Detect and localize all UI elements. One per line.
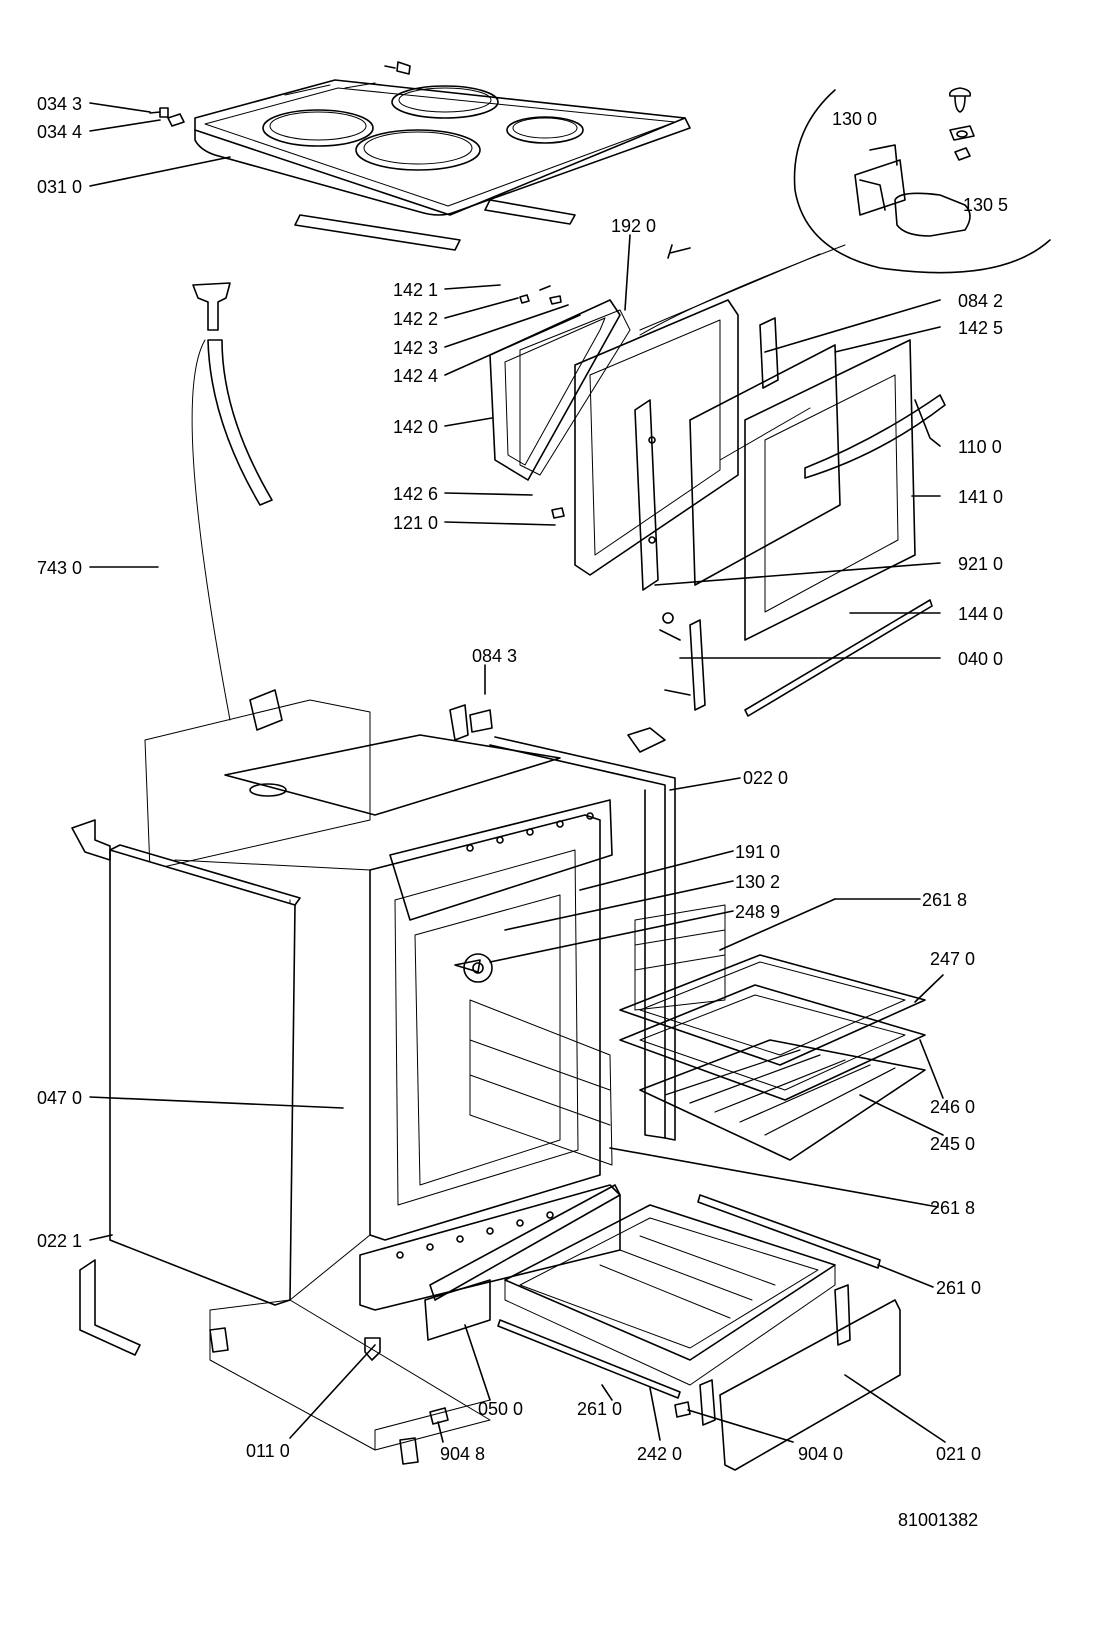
part-label: 040 0 bbox=[958, 649, 1004, 669]
part-label: 904 8 bbox=[440, 1444, 486, 1464]
part-label: 050 0 bbox=[478, 1399, 524, 1419]
drawing-number: 81001382 bbox=[898, 1510, 979, 1530]
part-label: 021 0 bbox=[936, 1444, 982, 1464]
part-label: 904 0 bbox=[798, 1444, 844, 1464]
part-label: 084 3 bbox=[472, 646, 518, 666]
part-label: 142 2 bbox=[393, 309, 439, 329]
vent-hose bbox=[191, 282, 283, 731]
part-label: 031 0 bbox=[37, 177, 83, 197]
part-label: 144 0 bbox=[958, 604, 1004, 624]
part-label: 246 0 bbox=[930, 1097, 976, 1117]
part-label: 261 8 bbox=[922, 890, 968, 910]
part-label: 261 0 bbox=[936, 1278, 982, 1298]
part-label: 130 5 bbox=[963, 195, 1009, 215]
door-lock-detail bbox=[639, 87, 1051, 336]
part-label: 142 3 bbox=[393, 338, 439, 358]
leader-lines bbox=[89, 102, 946, 1443]
part-label: 261 8 bbox=[930, 1198, 976, 1218]
part-label: 743 0 bbox=[37, 558, 83, 578]
part-label: 121 0 bbox=[393, 513, 439, 533]
part-label: 084 2 bbox=[958, 291, 1004, 311]
part-label: 192 0 bbox=[611, 216, 657, 236]
part-label: 921 0 bbox=[958, 554, 1004, 574]
part-label: 142 6 bbox=[393, 484, 439, 504]
part-label: 142 0 bbox=[393, 417, 439, 437]
part-label: 022 0 bbox=[743, 768, 789, 788]
part-label: 142 4 bbox=[393, 366, 439, 386]
part-label: 142 5 bbox=[958, 318, 1004, 338]
part-label: 191 0 bbox=[735, 842, 781, 862]
part-label: 141 0 bbox=[958, 487, 1004, 507]
part-label: 142 1 bbox=[393, 280, 439, 300]
part-label: 130 0 bbox=[832, 109, 878, 129]
part-label: 248 9 bbox=[735, 902, 781, 922]
part-label: 247 0 bbox=[930, 949, 976, 969]
part-label: 034 4 bbox=[37, 122, 83, 142]
oven-door-assembly bbox=[489, 244, 946, 717]
cooktop-assembly bbox=[149, 61, 691, 251]
part-label: 047 0 bbox=[37, 1088, 83, 1108]
part-label: 130 2 bbox=[735, 872, 781, 892]
part-label: 242 0 bbox=[637, 1444, 683, 1464]
part-label: 245 0 bbox=[930, 1134, 976, 1154]
part-label: 110 0 bbox=[958, 437, 1002, 457]
part-label: 261 0 bbox=[577, 1399, 623, 1419]
cabinet-body bbox=[71, 699, 676, 1451]
part-label: 034 3 bbox=[37, 94, 83, 114]
part-label: 022 1 bbox=[37, 1231, 83, 1251]
part-label: 011 0 bbox=[246, 1441, 290, 1461]
trays-and-racks bbox=[209, 904, 926, 1471]
